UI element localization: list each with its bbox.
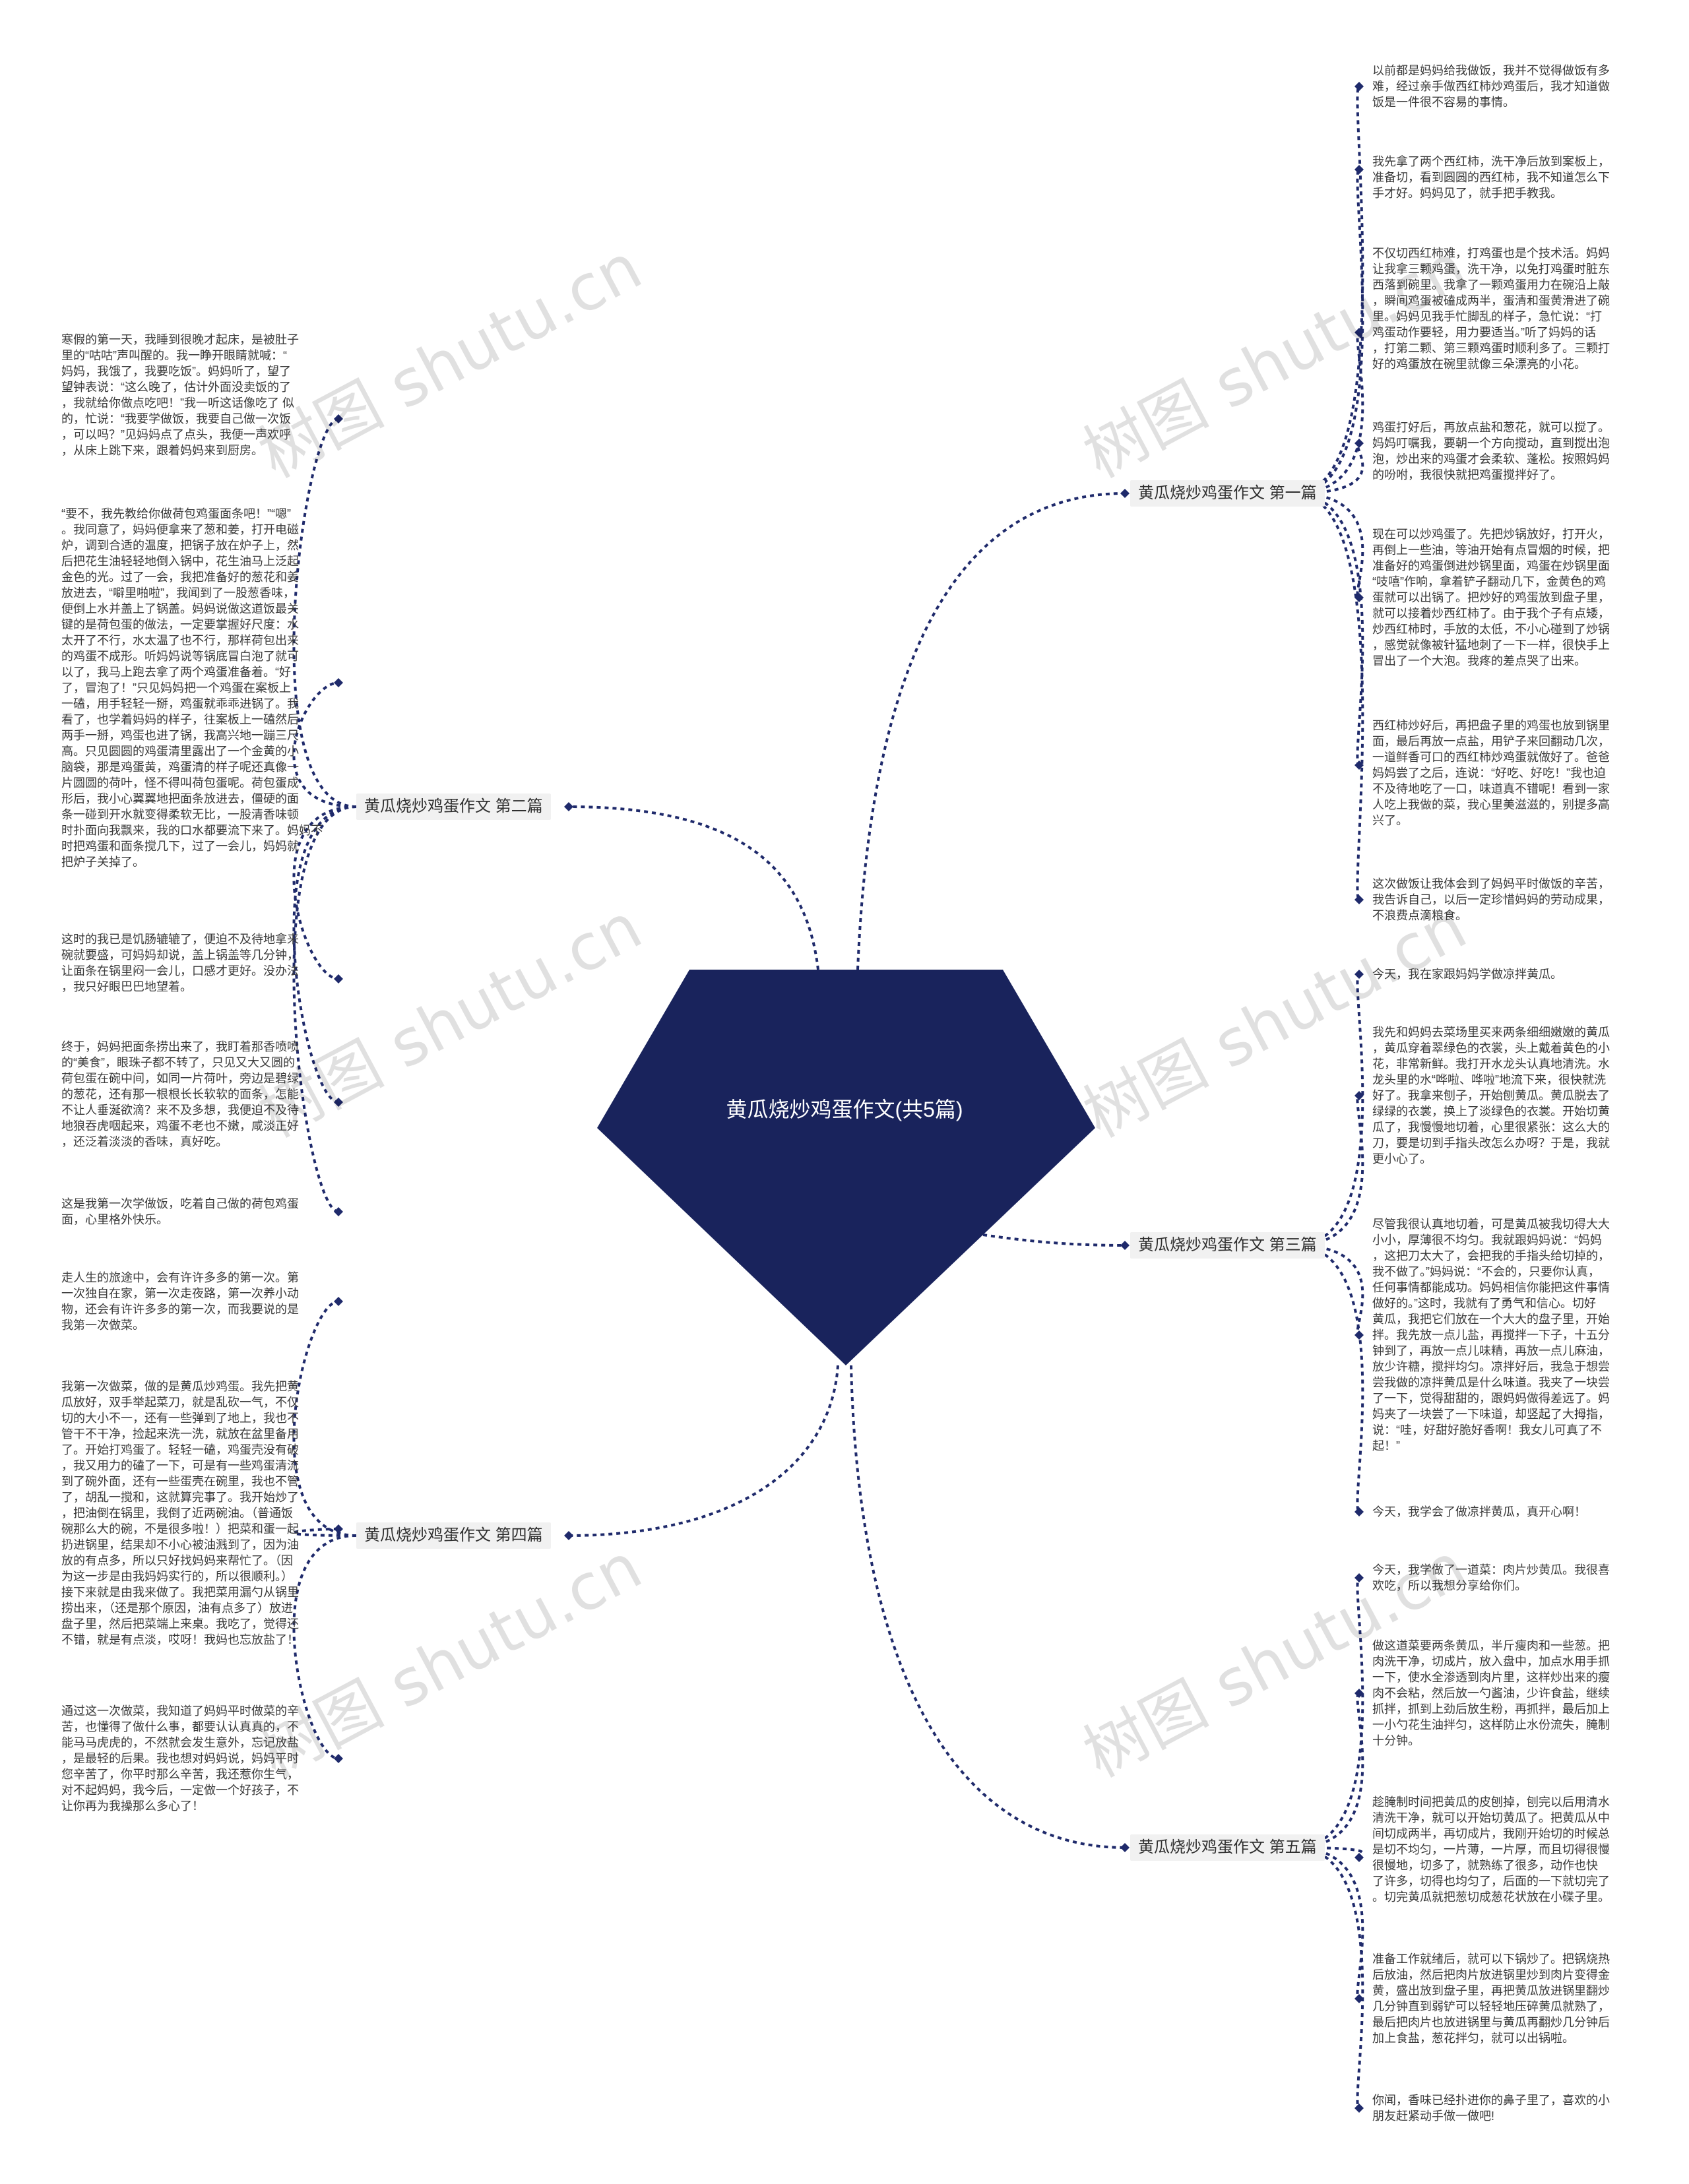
b2-leaf-node-4 (334, 1098, 343, 1107)
b3-leaf-connector-1 (1294, 973, 1364, 1247)
b4-leaf-connector-2 (292, 1528, 357, 1537)
leaf-text: 西红柿炒好后，再把盘子里的鸡蛋也放到锅里 面，最后再放一点盐，用铲子来回翻动几次… (1372, 719, 1610, 827)
b4-leaf-node-1 (334, 1297, 343, 1306)
b1-leaf-connector-6 (1294, 492, 1364, 766)
branch-node-2 (564, 802, 573, 811)
leaf-text: 趁腌制时间把黄瓜的皮刨掉，刨完以后用清水 清洗干净，就可以开始切黄瓜了。把黄瓜从… (1372, 1795, 1610, 1904)
b5-leaf-connector-1 (1294, 1576, 1364, 1849)
branch-label-5[interactable]: 黄瓜烧炒鸡蛋作文 第五篇 (1130, 1834, 1325, 1861)
connector-branch-3 (982, 1233, 1126, 1247)
branch-node-1 (1120, 489, 1130, 498)
branch-node-4 (564, 1531, 573, 1540)
leaf-text: 尽管我很认真地切着，可是黄瓜被我切得大大 小小，厚薄很不均匀。我就跟妈妈说：“妈… (1372, 1218, 1610, 1452)
b1-leaf-node-2 (1354, 165, 1364, 174)
b1-leaf-connector-4 (1294, 442, 1364, 495)
b3-leaf-connector-4 (1294, 1244, 1364, 1513)
branch-label-4[interactable]: 黄瓜烧炒鸡蛋作文 第四篇 (356, 1522, 551, 1549)
b2-leaf-connector-3 (292, 805, 357, 980)
b1-leaf-connector-5 (1294, 492, 1364, 599)
connector-layer (292, 82, 1364, 2113)
b5-leaf-node-2 (1354, 1689, 1364, 1698)
leaf-text: 我先和妈妈去菜场里买来两条细细嫩嫩的黄瓜 ，黄瓜穿着翠绿色的衣裳，头上戴着黄色的… (1372, 1026, 1610, 1166)
b5-leaf-node-1 (1354, 1573, 1364, 1582)
b1-leaf-connector-3 (1294, 331, 1364, 495)
leaf-text: 以前都是妈妈给我做饭，我并不觉得做饭有多 难，经过亲手做西红柿炒鸡蛋后，我才知道… (1372, 64, 1610, 109)
leaf-text: 不仅切西红柿难，打鸡蛋也是个技术活。妈妈 让我拿三颗鸡蛋，洗干净，以免打鸡蛋时脏… (1372, 247, 1610, 371)
center-node-title: 黄瓜烧炒鸡蛋作文(共5篇) (726, 1098, 963, 1121)
connector-branch-2 (568, 805, 819, 970)
leaf-text: 今天，我在家跟妈妈学做凉拌黄瓜。 (1372, 968, 1562, 981)
b2-leaf-node-2 (334, 678, 343, 687)
b2-leaf-connector-4 (292, 805, 357, 1104)
leaf-text: 寒假的第一天，我睡到很晚才起床，是被肚子 里的“咕咕”声叫醒的。我一睁开眼睛就喊… (61, 333, 299, 457)
leaf-text: 这次做饭让我体会到了妈妈平时做饭的辛苦， 我告诉自己，以后一定珍惜妈妈的劳动成果… (1372, 877, 1610, 922)
connector-branch-1 (856, 492, 1126, 970)
leaf-text: 做这道菜要两条黄瓜，半斤瘦肉和一些葱。把 肉洗干净，切成片，放入盘中，加点水用手… (1372, 1639, 1610, 1747)
leaf-text: 这是我第一次学做饭，吃着自己做的荷包鸡蛋 面，心里格外快乐。 (61, 1197, 299, 1226)
leaf-text: 今天，我学会了做凉拌黄瓜，真开心啊！ (1372, 1505, 1586, 1518)
connector-branch-4 (568, 1365, 839, 1537)
leaf-text: 这时的我已是饥肠辘辘了，便迫不及待地拿来 碗就要盛，可妈妈却说，盖上锅盖等几分钟… (61, 933, 299, 993)
branch-label-3[interactable]: 黄瓜烧炒鸡蛋作文 第三篇 (1130, 1232, 1325, 1259)
b1-leaf-node-7 (1354, 895, 1364, 904)
b1-leaf-node-1 (1354, 82, 1364, 91)
b3-leaf-connector-3 (1294, 1244, 1364, 1336)
leaf-text: 今天，我学做了一道菜：肉片炒黄瓜。我很喜 欢吃，所以我想分享给你们。 (1372, 1563, 1610, 1592)
b2-leaf-connector-2 (292, 681, 357, 808)
leaf-text: 走人生的旅途中，会有许许多多的第一次。第 一次独自在家，第一次走夜路，第一次养小… (61, 1271, 299, 1332)
connector-branch-5 (850, 1365, 1126, 1849)
b5-leaf-connector-5 (1294, 1846, 1364, 2109)
leaf-text: 准备工作就绪后，就可以下锅炒了。把锅烧热 后放油，然后把肉片放进锅里炒到肉片变得… (1372, 1952, 1610, 2045)
leaf-text: “要不，我先教给你做荷包鸡蛋面条吧！”“嗯” 。我同意了，妈妈便拿来了葱和姜，打… (61, 507, 323, 869)
branch-node-5 (1120, 1843, 1130, 1852)
b3-leaf-node-2 (1354, 1091, 1364, 1100)
b2-leaf-node-5 (334, 1207, 343, 1216)
leaf-text: 终于，妈妈把面条捞出来了，我盯着那香喷喷 的“美食”，眼珠子都不转了，只见又大又… (61, 1040, 299, 1148)
b3-leaf-node-1 (1354, 970, 1364, 979)
leaf-text: 我第一次做菜，做的是黄瓜炒鸡蛋。我先把黄 瓜放好，双手举起菜刀，就是乱砍一气，不… (61, 1380, 299, 1646)
b1-leaf-connector-7 (1294, 492, 1364, 901)
b4-leaf-node-2 (334, 1524, 343, 1534)
branch-node-3 (1120, 1241, 1130, 1250)
center-node-shape (597, 970, 1095, 1365)
b2-leaf-node-1 (334, 414, 343, 423)
leaf-text: 你闻，香味已经扑进你的鼻子里了，喜欢的小 朋友赶紧动手做一做吧! (1372, 2094, 1610, 2123)
b1-leaf-node-3 (1354, 328, 1364, 337)
branch-label-2[interactable]: 黄瓜烧炒鸡蛋作文 第二篇 (356, 794, 551, 820)
b5-leaf-connector-4 (1294, 1846, 1364, 2000)
b5-leaf-node-5 (1354, 2104, 1364, 2113)
branch-label-1[interactable]: 黄瓜烧炒鸡蛋作文 第一篇 (1130, 480, 1325, 507)
leaf-text: 通过这一次做菜，我知道了妈妈平时做菜的辛 苦，也懂得了做什么事，都要认认真真的，… (61, 1704, 299, 1813)
b5-leaf-connector-2 (1294, 1692, 1364, 1849)
leaf-text: 现在可以炒鸡蛋了。先把炒锅放好，打开火， 再倒上一些油，等油开始有点冒烟的时候，… (1372, 528, 1610, 668)
b4-leaf-node-3 (334, 1754, 343, 1763)
b1-leaf-node-4 (1354, 439, 1364, 448)
b4-leaf-connector-3 (292, 1534, 357, 1760)
b2-leaf-node-3 (334, 974, 343, 983)
b3-leaf-connector-2 (1294, 1094, 1364, 1247)
b5-leaf-node-3 (1354, 1853, 1364, 1862)
leaf-text: 我先拿了两个西红柿，洗干净后放到案板上， 准备切，看到圆圆的西红柿，我不知道怎么… (1372, 155, 1610, 200)
b3-leaf-node-4 (1354, 1507, 1364, 1516)
leaf-text: 鸡蛋打好后，再放点盐和葱花，就可以搅了。 妈妈叮嘱我，要朝一个方向搅动，直到搅出… (1372, 421, 1610, 482)
